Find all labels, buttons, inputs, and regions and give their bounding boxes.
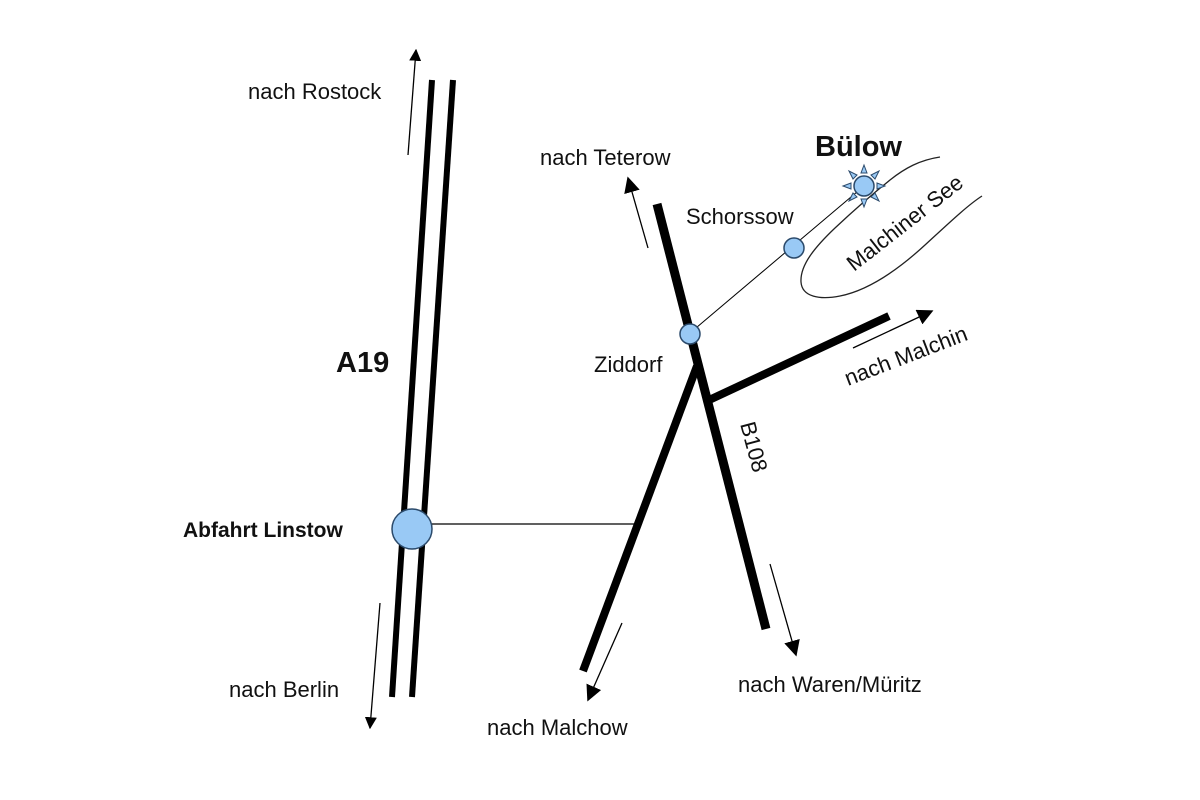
arrow-icon-teterow xyxy=(624,176,649,249)
label-nach-teterow: nach Teterow xyxy=(540,145,671,170)
label-abfahrt-linstow: Abfahrt Linstow xyxy=(183,519,343,542)
exit-linstow-marker-icon[interactable] xyxy=(391,508,433,550)
malchin-road xyxy=(705,312,891,405)
label-b108: B108 xyxy=(735,419,772,475)
malchow-road xyxy=(579,364,701,673)
malchiner-see-lake xyxy=(800,156,983,299)
arrow-icon-malchow xyxy=(586,622,623,702)
label-buelow: Bülow xyxy=(815,131,902,163)
label-nach-berlin: nach Berlin xyxy=(229,677,339,702)
malchiner-see-lake-top xyxy=(940,157,945,165)
label-nach-waren-mueritz: nach Waren/Müritz xyxy=(738,672,922,697)
label-nach-rostock: nach Rostock xyxy=(248,79,382,104)
b108-road xyxy=(652,202,771,631)
label-a19: A19 xyxy=(336,347,389,379)
label-schorssow: Schorssow xyxy=(686,204,794,229)
a19-lane-right xyxy=(409,79,456,698)
ziddorf-marker-icon[interactable] xyxy=(679,323,701,345)
a19-lane-left xyxy=(389,79,435,698)
buelow-sun-star-marker-icon[interactable] xyxy=(841,163,887,209)
arrow-icon-waren xyxy=(769,563,800,657)
arrow-icon-malchin xyxy=(852,309,934,349)
arrow-icon-berlin xyxy=(364,602,381,730)
label-ziddorf: Ziddorf xyxy=(594,352,663,377)
label-nach-malchow: nach Malchow xyxy=(487,715,628,740)
road-to-buelow xyxy=(689,185,865,334)
arrow-icon-rostock xyxy=(407,48,422,156)
schorssow-marker-icon[interactable] xyxy=(783,237,805,259)
